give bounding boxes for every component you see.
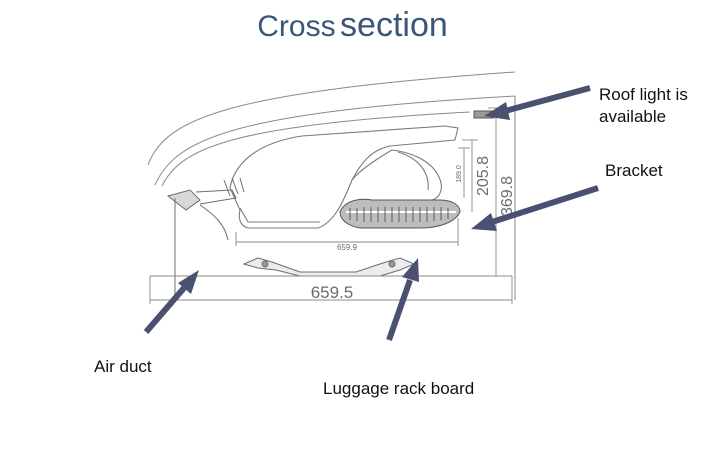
roof-outline bbox=[147, 71, 516, 300]
roof-light-label-line2: available bbox=[599, 107, 667, 126]
air-duct-label: Air duct bbox=[94, 357, 152, 376]
dimension-height-large: 369.8 bbox=[499, 176, 516, 216]
page-title: Cross section bbox=[0, 6, 705, 45]
title-word-cross: Cross bbox=[257, 10, 336, 43]
luggage-rack-board-label: Luggage rack board bbox=[323, 379, 475, 398]
title-word-section: section bbox=[340, 6, 448, 44]
luggage-rack-arrow bbox=[386, 258, 419, 341]
dimension-height-mid: 205.8 bbox=[475, 156, 492, 196]
dimension-width-small: 659.9 bbox=[337, 243, 358, 252]
callout-arrows bbox=[143, 85, 599, 341]
bracket-arrow bbox=[471, 185, 599, 231]
roof-light-label: Roof light is available bbox=[599, 84, 688, 128]
dimension-lines bbox=[149, 107, 513, 304]
air-duct-mount bbox=[166, 177, 245, 300]
luggage-rack-body bbox=[229, 125, 459, 229]
luggage-rack-board-drawing bbox=[242, 257, 416, 277]
dimension-height-small: 189.0 bbox=[456, 165, 463, 183]
bracket-lens bbox=[339, 198, 461, 229]
roof-light-label-line1: Roof light is bbox=[599, 85, 688, 104]
dimension-width-large: 659.5 bbox=[311, 283, 354, 302]
air-duct-arrow bbox=[143, 270, 199, 334]
bracket-label: Bracket bbox=[605, 161, 663, 180]
roof-light-arrow bbox=[484, 85, 591, 120]
